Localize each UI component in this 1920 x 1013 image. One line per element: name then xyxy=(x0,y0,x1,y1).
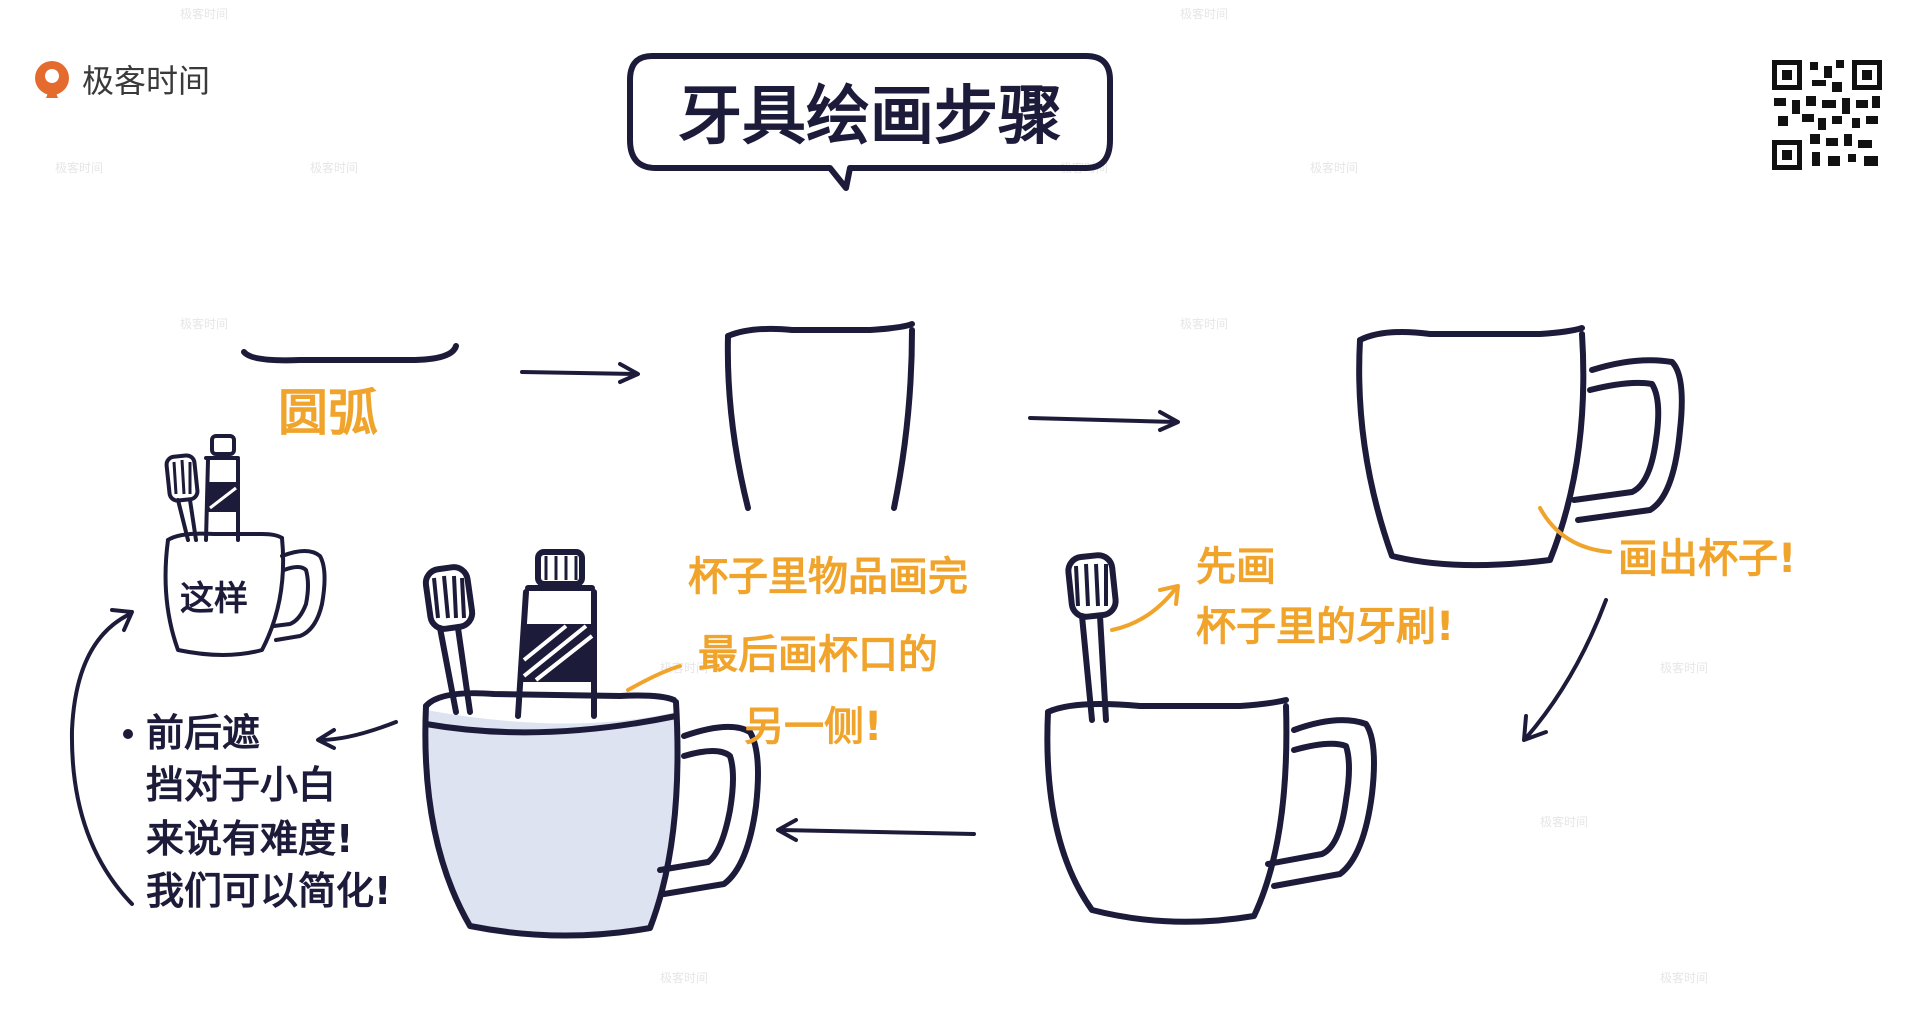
note-line-4: 我们可以简化! xyxy=(146,869,391,913)
watermark-text: 极客时间 xyxy=(1660,970,1708,985)
label-brush-first-1: 先画 xyxy=(1196,544,1276,590)
step-arc: 圆弧 xyxy=(241,343,459,442)
watermark-text: 极客时间 xyxy=(1180,6,1228,21)
qr-code-icon xyxy=(1772,60,1882,170)
note-line-3: 来说有难度! xyxy=(146,817,353,861)
watermark-text: 极客时间 xyxy=(310,160,358,175)
toothpaste-tube-icon xyxy=(204,434,240,542)
label-arc: 圆弧 xyxy=(278,384,378,442)
example-cup: 这样 xyxy=(163,434,327,657)
toothbrush-icon xyxy=(422,564,476,715)
title-bubble: 牙具绘画步骤 xyxy=(627,53,1113,191)
watermark-text: 极客时间 xyxy=(660,660,708,675)
arrow-step5-to-note xyxy=(316,720,398,750)
label-draw-cup: 画出杯子! xyxy=(1618,536,1796,582)
logo: 极客时间 xyxy=(35,61,210,100)
label-brush-first-2: 杯子里的牙刷! xyxy=(1196,604,1454,650)
note-simplify: 前后遮 挡对于小白 来说有难度! 我们可以简化! xyxy=(123,711,391,913)
note-line-1: 前后遮 xyxy=(146,711,260,755)
logo-text: 极客时间 xyxy=(82,62,210,100)
step-cup-sides xyxy=(724,321,915,511)
arrow-step3-to-step4 xyxy=(1522,598,1608,742)
arrow-step1-to-step2 xyxy=(520,362,640,384)
watermark-text: 极客时间 xyxy=(1180,316,1228,331)
arrow-step4-to-step5 xyxy=(776,818,976,842)
step-complete-cup: 杯子里物品画完 最后画杯口的 另一侧! xyxy=(422,549,968,939)
toothbrush-icon xyxy=(164,453,200,542)
logo-mark-icon xyxy=(35,61,69,98)
label-finish-3: 另一侧! xyxy=(744,704,882,750)
arrow-note-to-example xyxy=(69,608,134,906)
arrow-step2-to-step3 xyxy=(1028,410,1180,432)
label-finish-2: 最后画杯口的 xyxy=(698,632,938,678)
label-example: 这样 xyxy=(180,579,248,619)
step-full-cup: 画出杯子! xyxy=(1356,325,1796,582)
page-title: 牙具绘画步骤 xyxy=(678,80,1062,154)
watermark-text: 极客时间 xyxy=(1540,814,1588,829)
label-finish-1: 杯子里物品画完 xyxy=(688,554,968,600)
watermark-text: 极客时间 xyxy=(180,316,228,331)
watermark-text: 极客时间 xyxy=(55,160,103,175)
bullet-icon xyxy=(123,729,133,739)
watermark-text: 极客时间 xyxy=(1660,660,1708,675)
watermark-text: 极客时间 xyxy=(180,6,228,21)
toothbrush-icon xyxy=(1065,552,1119,723)
note-line-2: 挡对于小白 xyxy=(146,763,336,807)
watermark-text: 极客时间 xyxy=(660,970,708,985)
watermark-text: 极客时间 xyxy=(1310,160,1358,175)
toothpaste-tube-icon xyxy=(515,549,597,719)
step-cup-with-brush: 先画 杯子里的牙刷! xyxy=(1044,544,1454,925)
